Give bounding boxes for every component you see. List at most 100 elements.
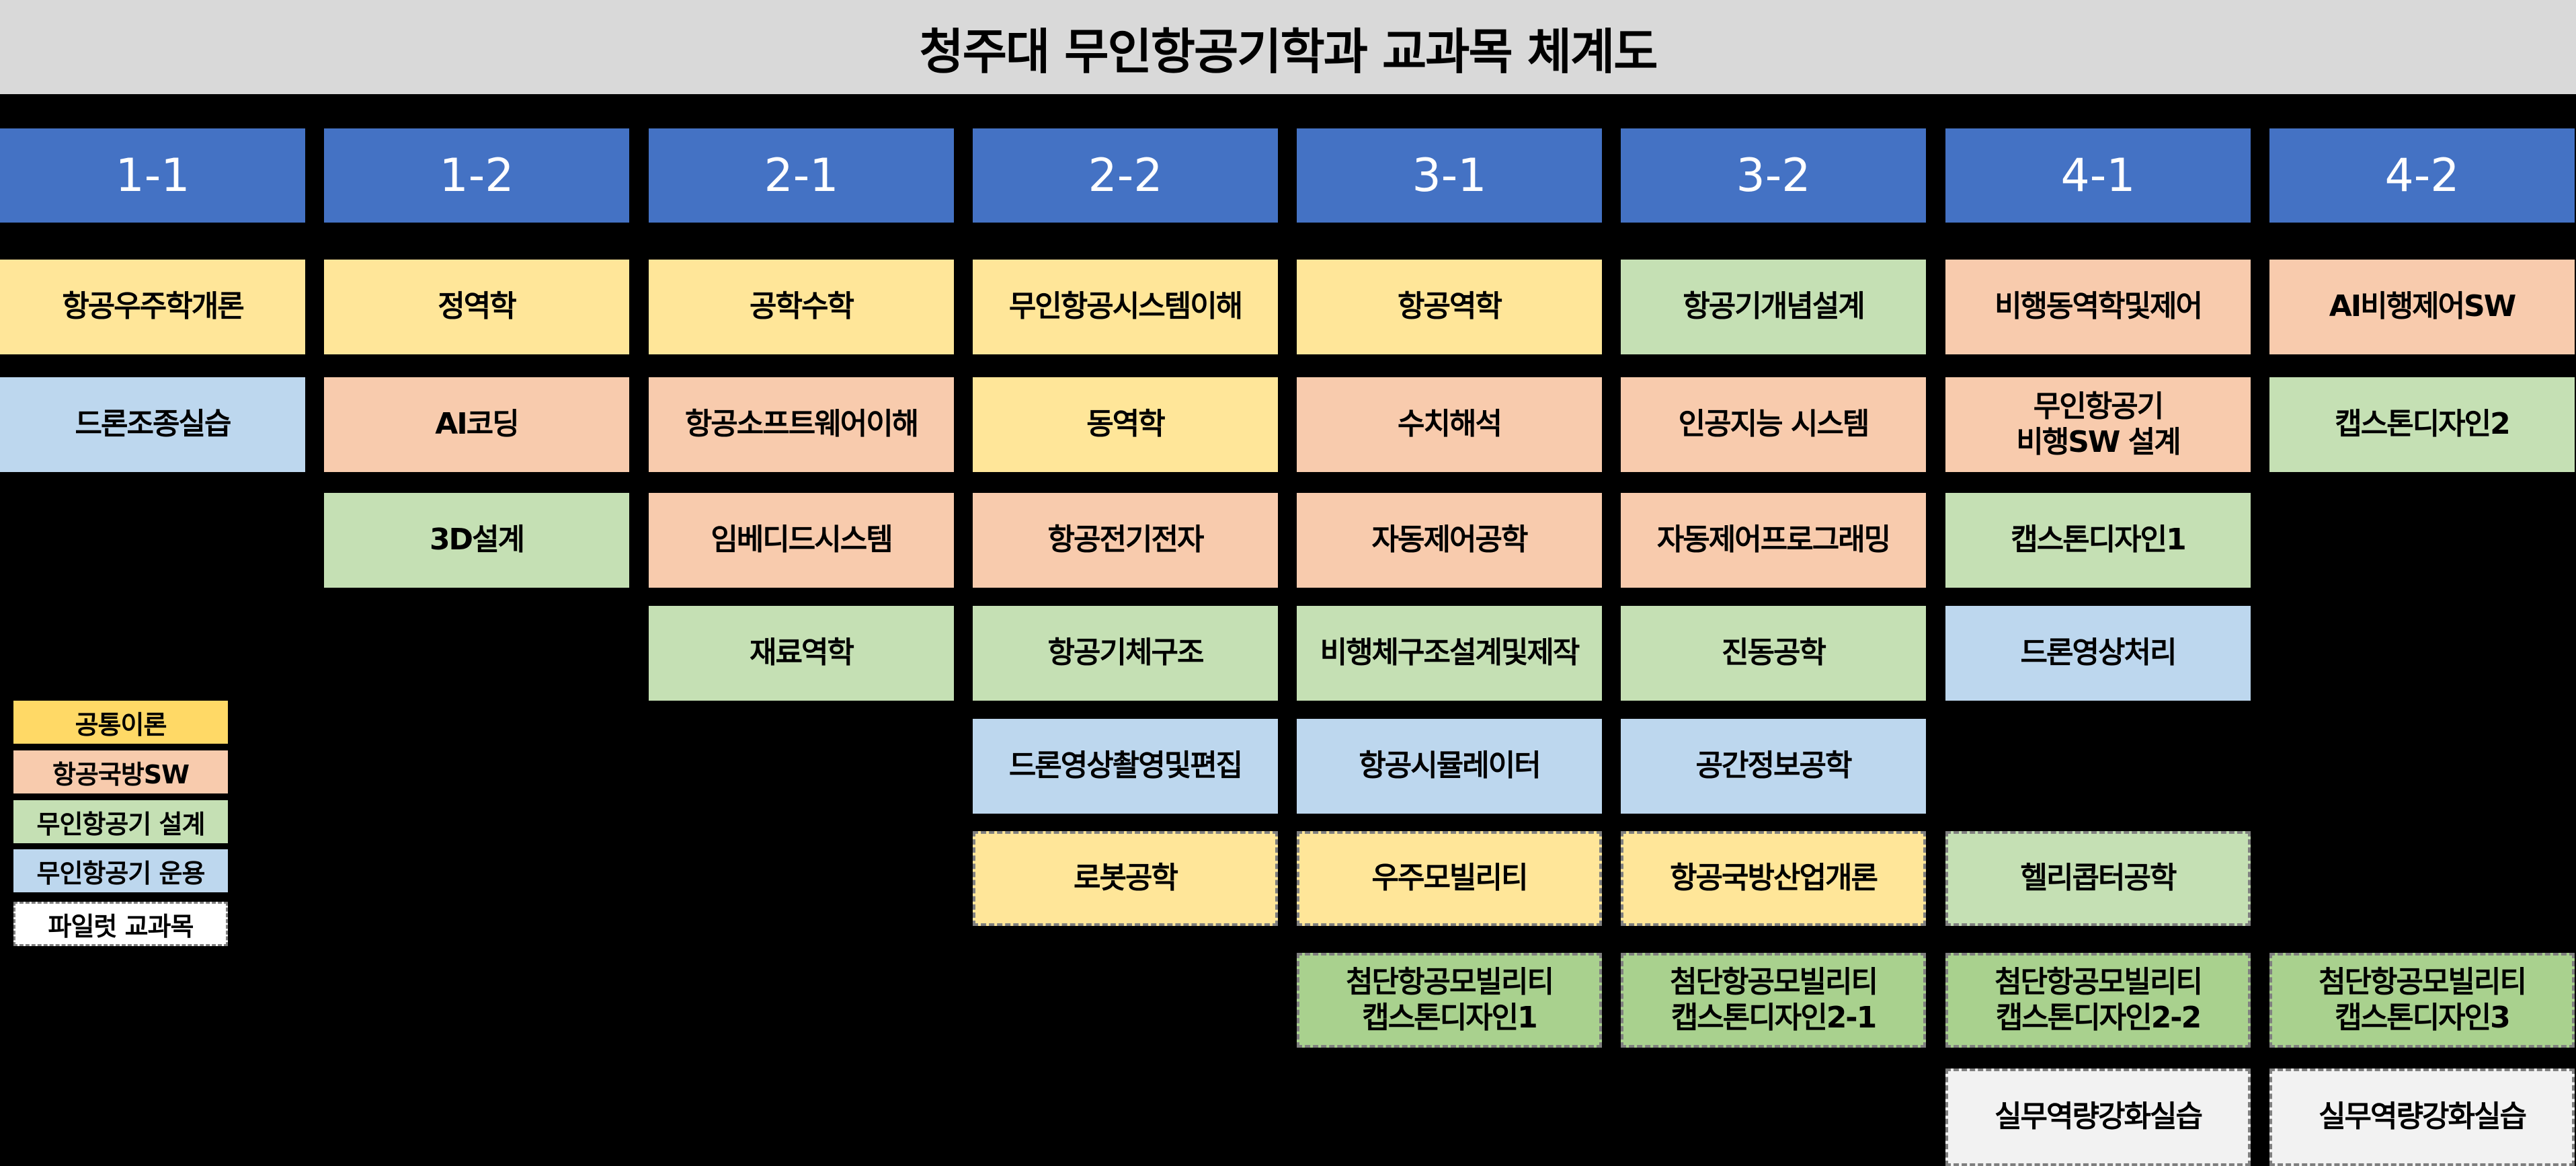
semester-header-2-1: 2-1 <box>649 128 954 223</box>
course-name: 비행동역학및제어 <box>1995 289 2203 324</box>
course-name: 실무역량강화실습 <box>2319 1099 2527 1134</box>
pilot-capstone-box: 첨단항공모빌리티 캡스톤디자인2-1 <box>1621 953 1926 1048</box>
course-name: 비행체구조설계및제작 <box>1320 635 1580 670</box>
course-box: 캡스톤디자인2 <box>2269 377 2575 472</box>
course-box: 비행동역학및제어 <box>1945 260 2251 354</box>
legend-pilot-course: 파일럿 교과목 <box>13 902 228 946</box>
course-name: 항공소프트웨어이해 <box>684 407 919 442</box>
course-name: 진동공학 <box>1722 635 1826 670</box>
course-name: 수치해석 <box>1398 407 1502 442</box>
course-name: 자동제어프로그래밍 <box>1656 522 1891 557</box>
course-name: 인공지능 시스템 <box>1678 407 1870 442</box>
course-name: 우주모빌리티 <box>1371 861 1529 896</box>
course-name: 재료역학 <box>750 635 854 670</box>
course-box: 공학수학 <box>649 260 954 354</box>
course-name: 항공기체구조 <box>1047 635 1205 670</box>
course-box: 항공우주학개론 <box>0 260 305 354</box>
course-name: 헬리콥터공학 <box>2020 861 2177 896</box>
course-name: 드론조종실습 <box>75 407 232 442</box>
course-name: 캡스톤디자인2 <box>2335 407 2510 442</box>
course-box: 항공전기전자 <box>973 493 1278 588</box>
course-name: 항공역학 <box>1398 289 1502 324</box>
course-box: 재료역학 <box>649 606 954 701</box>
legend-uav-operation: 무인항공기 운용 <box>13 849 228 892</box>
legend-common-theory: 공통이론 <box>13 701 228 744</box>
course-box: 항공소프트웨어이해 <box>649 377 954 472</box>
course-box: 드론영상촬영및편집 <box>973 719 1278 814</box>
course-box: 공간정보공학 <box>1621 719 1926 814</box>
course-name: 임베디드시스템 <box>711 522 893 557</box>
course-box: 항공역학 <box>1297 260 1602 354</box>
course-box: 드론조종실습 <box>0 377 305 472</box>
course-box: 인공지능 시스템 <box>1621 377 1926 472</box>
course-box: 무인항공기 비행SW 설계 <box>1945 377 2251 472</box>
legend-uav-design: 무인항공기 설계 <box>13 800 228 843</box>
course-name: 드론영상처리 <box>2020 635 2177 670</box>
pilot-capstone-box: 첨단항공모빌리티 캡스톤디자인1 <box>1297 953 1602 1048</box>
legend-label: 공통이론 <box>75 709 167 740</box>
course-name: 항공전기전자 <box>1047 522 1205 557</box>
pilot-course-box: 항공국방산업개론 <box>1621 831 1926 926</box>
course-box: AI비행제어SW <box>2269 260 2575 354</box>
course-name: 자동제어공학 <box>1371 522 1529 557</box>
course-name: AI비행제어SW <box>2329 289 2517 324</box>
pilot-course-box: 실무역량강화실습 <box>1945 1068 2251 1166</box>
course-box: 3D설계 <box>324 493 629 588</box>
course-name: 항공기개념설계 <box>1683 289 1865 324</box>
pilot-course-box: 헬리콥터공학 <box>1945 831 2251 926</box>
semester-header-3-2: 3-2 <box>1621 128 1926 223</box>
course-name: AI코딩 <box>435 407 519 442</box>
semester-header-3-1: 3-1 <box>1297 128 1602 223</box>
course-box: 자동제어공학 <box>1297 493 1602 588</box>
course-box: 비행체구조설계및제작 <box>1297 606 1602 701</box>
semester-header-1-2: 1-2 <box>324 128 629 223</box>
course-name: 첨단항공모빌리티 캡스톤디자인2-2 <box>1995 964 2203 1035</box>
course-name: 항공시뮬레이터 <box>1359 748 1541 783</box>
course-name: 무인항공기 비행SW 설계 <box>2016 389 2181 459</box>
course-box: 항공기체구조 <box>973 606 1278 701</box>
legend-aero-defense-sw: 항공국방SW <box>13 750 228 793</box>
course-box: 항공기개념설계 <box>1621 260 1926 354</box>
course-name: 첨단항공모빌리티 캡스톤디자인2-1 <box>1670 964 1878 1035</box>
course-box: 진동공학 <box>1621 606 1926 701</box>
legend-label: 항공국방SW <box>52 759 190 789</box>
semester-header-2-2: 2-2 <box>973 128 1278 223</box>
course-name: 동역학 <box>1086 407 1165 442</box>
pilot-course-box: 실무역량강화실습 <box>2269 1068 2575 1166</box>
page-title: 청주대 무인항공기학과 교과목 체계도 <box>919 23 1658 80</box>
course-name: 캡스톤디자인1 <box>2011 522 2186 557</box>
course-name: 실무역량강화실습 <box>1995 1099 2203 1134</box>
course-name: 무인항공시스템이해 <box>1008 289 1243 324</box>
semester-header-4-2: 4-2 <box>2269 128 2575 223</box>
course-box: 캡스톤디자인1 <box>1945 493 2251 588</box>
course-name: 3D설계 <box>429 522 525 557</box>
legend-label: 무인항공기 설계 <box>36 809 206 839</box>
pilot-course-box: 우주모빌리티 <box>1297 831 1602 926</box>
semester-header-1-1: 1-1 <box>0 128 305 223</box>
pilot-capstone-box: 첨단항공모빌리티 캡스톤디자인3 <box>2269 953 2575 1048</box>
semester-header-4-1: 4-1 <box>1945 128 2251 223</box>
course-name: 첨단항공모빌리티 캡스톤디자인3 <box>2319 964 2527 1035</box>
course-box: 자동제어프로그래밍 <box>1621 493 1926 588</box>
course-box: 정역학 <box>324 260 629 354</box>
course-box: 동역학 <box>973 377 1278 472</box>
course-box: 수치해석 <box>1297 377 1602 472</box>
course-name: 드론영상촬영및편집 <box>1008 748 1243 783</box>
course-name: 항공우주학개론 <box>62 289 244 324</box>
course-name: 로봇공학 <box>1074 861 1178 896</box>
course-box: 무인항공시스템이해 <box>973 260 1278 354</box>
course-name: 공간정보공학 <box>1695 748 1853 783</box>
course-box: 임베디드시스템 <box>649 493 954 588</box>
course-box: 드론영상처리 <box>1945 606 2251 701</box>
pilot-capstone-box: 첨단항공모빌리티 캡스톤디자인2-2 <box>1945 953 2251 1048</box>
legend-label: 무인항공기 운용 <box>36 858 206 888</box>
course-name: 공학수학 <box>750 289 854 324</box>
pilot-course-box: 로봇공학 <box>973 831 1278 926</box>
legend-label: 파일럿 교과목 <box>48 911 194 941</box>
course-name: 정역학 <box>438 289 516 324</box>
title-bar: 청주대 무인항공기학과 교과목 체계도 <box>0 0 2576 94</box>
course-name: 첨단항공모빌리티 캡스톤디자인1 <box>1346 964 1554 1035</box>
course-box: AI코딩 <box>324 377 629 472</box>
course-box: 항공시뮬레이터 <box>1297 719 1602 814</box>
course-name: 항공국방산업개론 <box>1670 861 1878 896</box>
